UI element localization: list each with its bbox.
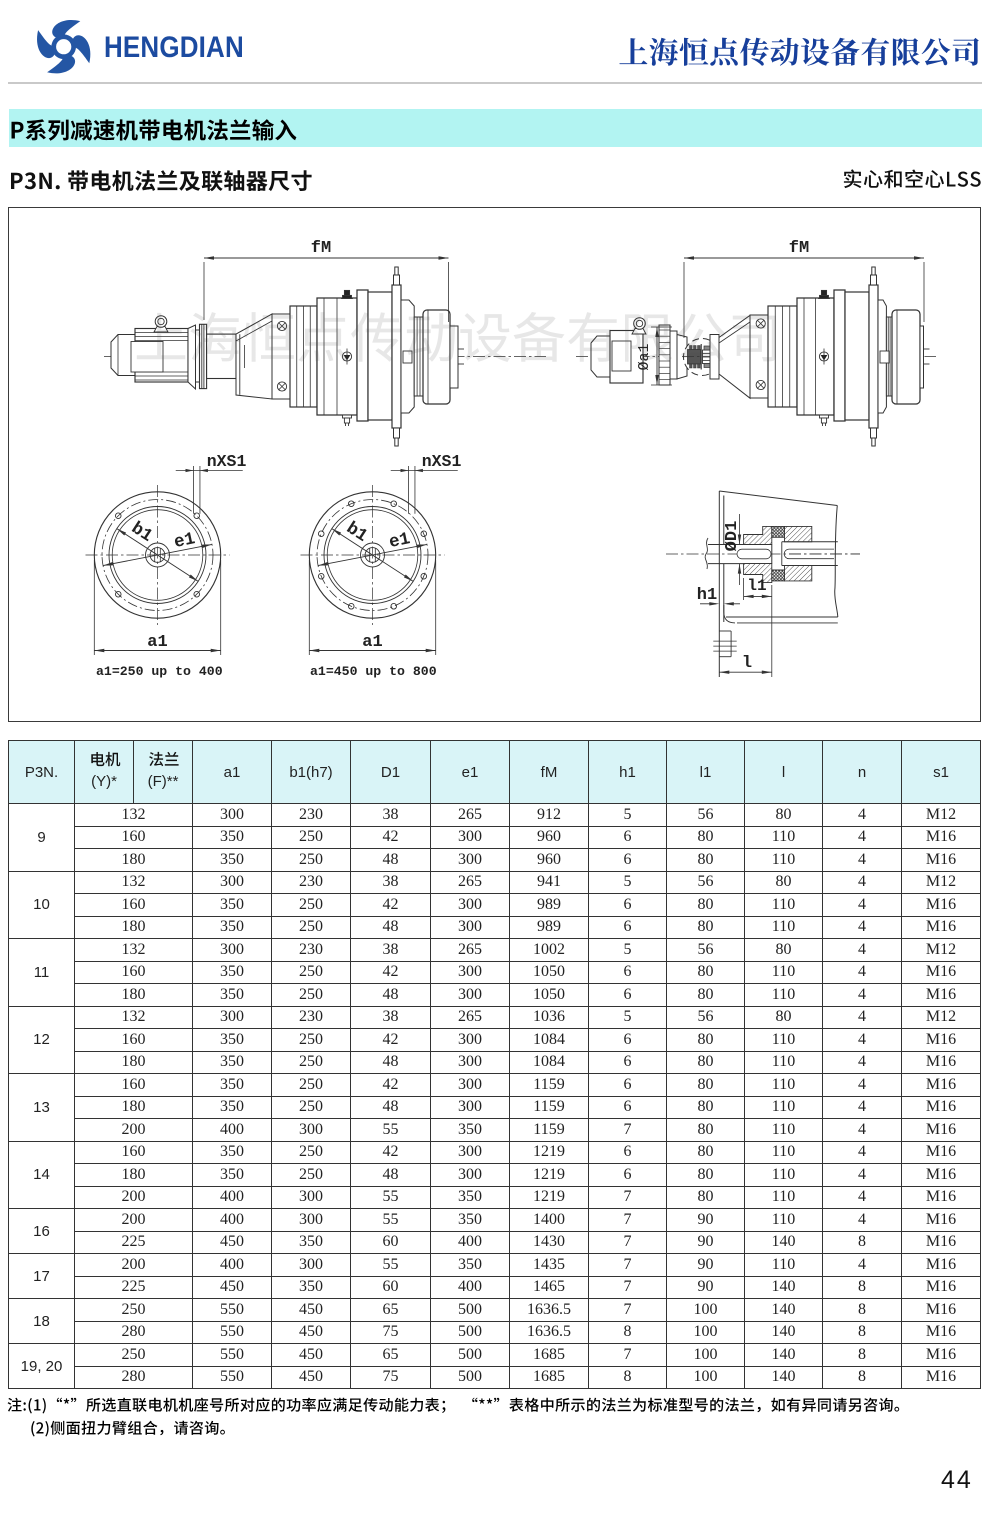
- svg-text:nXS1: nXS1: [422, 452, 462, 471]
- svg-text:a1: a1: [362, 633, 382, 652]
- svg-text:e1: e1: [387, 529, 412, 553]
- svg-text:fM: fM: [311, 239, 331, 258]
- svg-text:b1: b1: [342, 519, 371, 547]
- svg-text:e1: e1: [172, 529, 197, 553]
- svg-text:h1: h1: [697, 586, 717, 605]
- svg-text:b1: b1: [127, 519, 156, 547]
- svg-text:l: l: [742, 654, 752, 673]
- svg-text:a1: a1: [147, 633, 167, 652]
- svg-text:Øa1: Øa1: [636, 343, 653, 370]
- svg-text:nXS1: nXS1: [207, 452, 247, 471]
- svg-text:fM: fM: [789, 239, 809, 258]
- svg-text:a1=250 up to 400: a1=250 up to 400: [96, 664, 223, 679]
- svg-text:ØD1: ØD1: [723, 521, 742, 552]
- svg-text:l1: l1: [747, 577, 766, 595]
- svg-text:a1=450 up to 800: a1=450 up to 800: [310, 664, 437, 679]
